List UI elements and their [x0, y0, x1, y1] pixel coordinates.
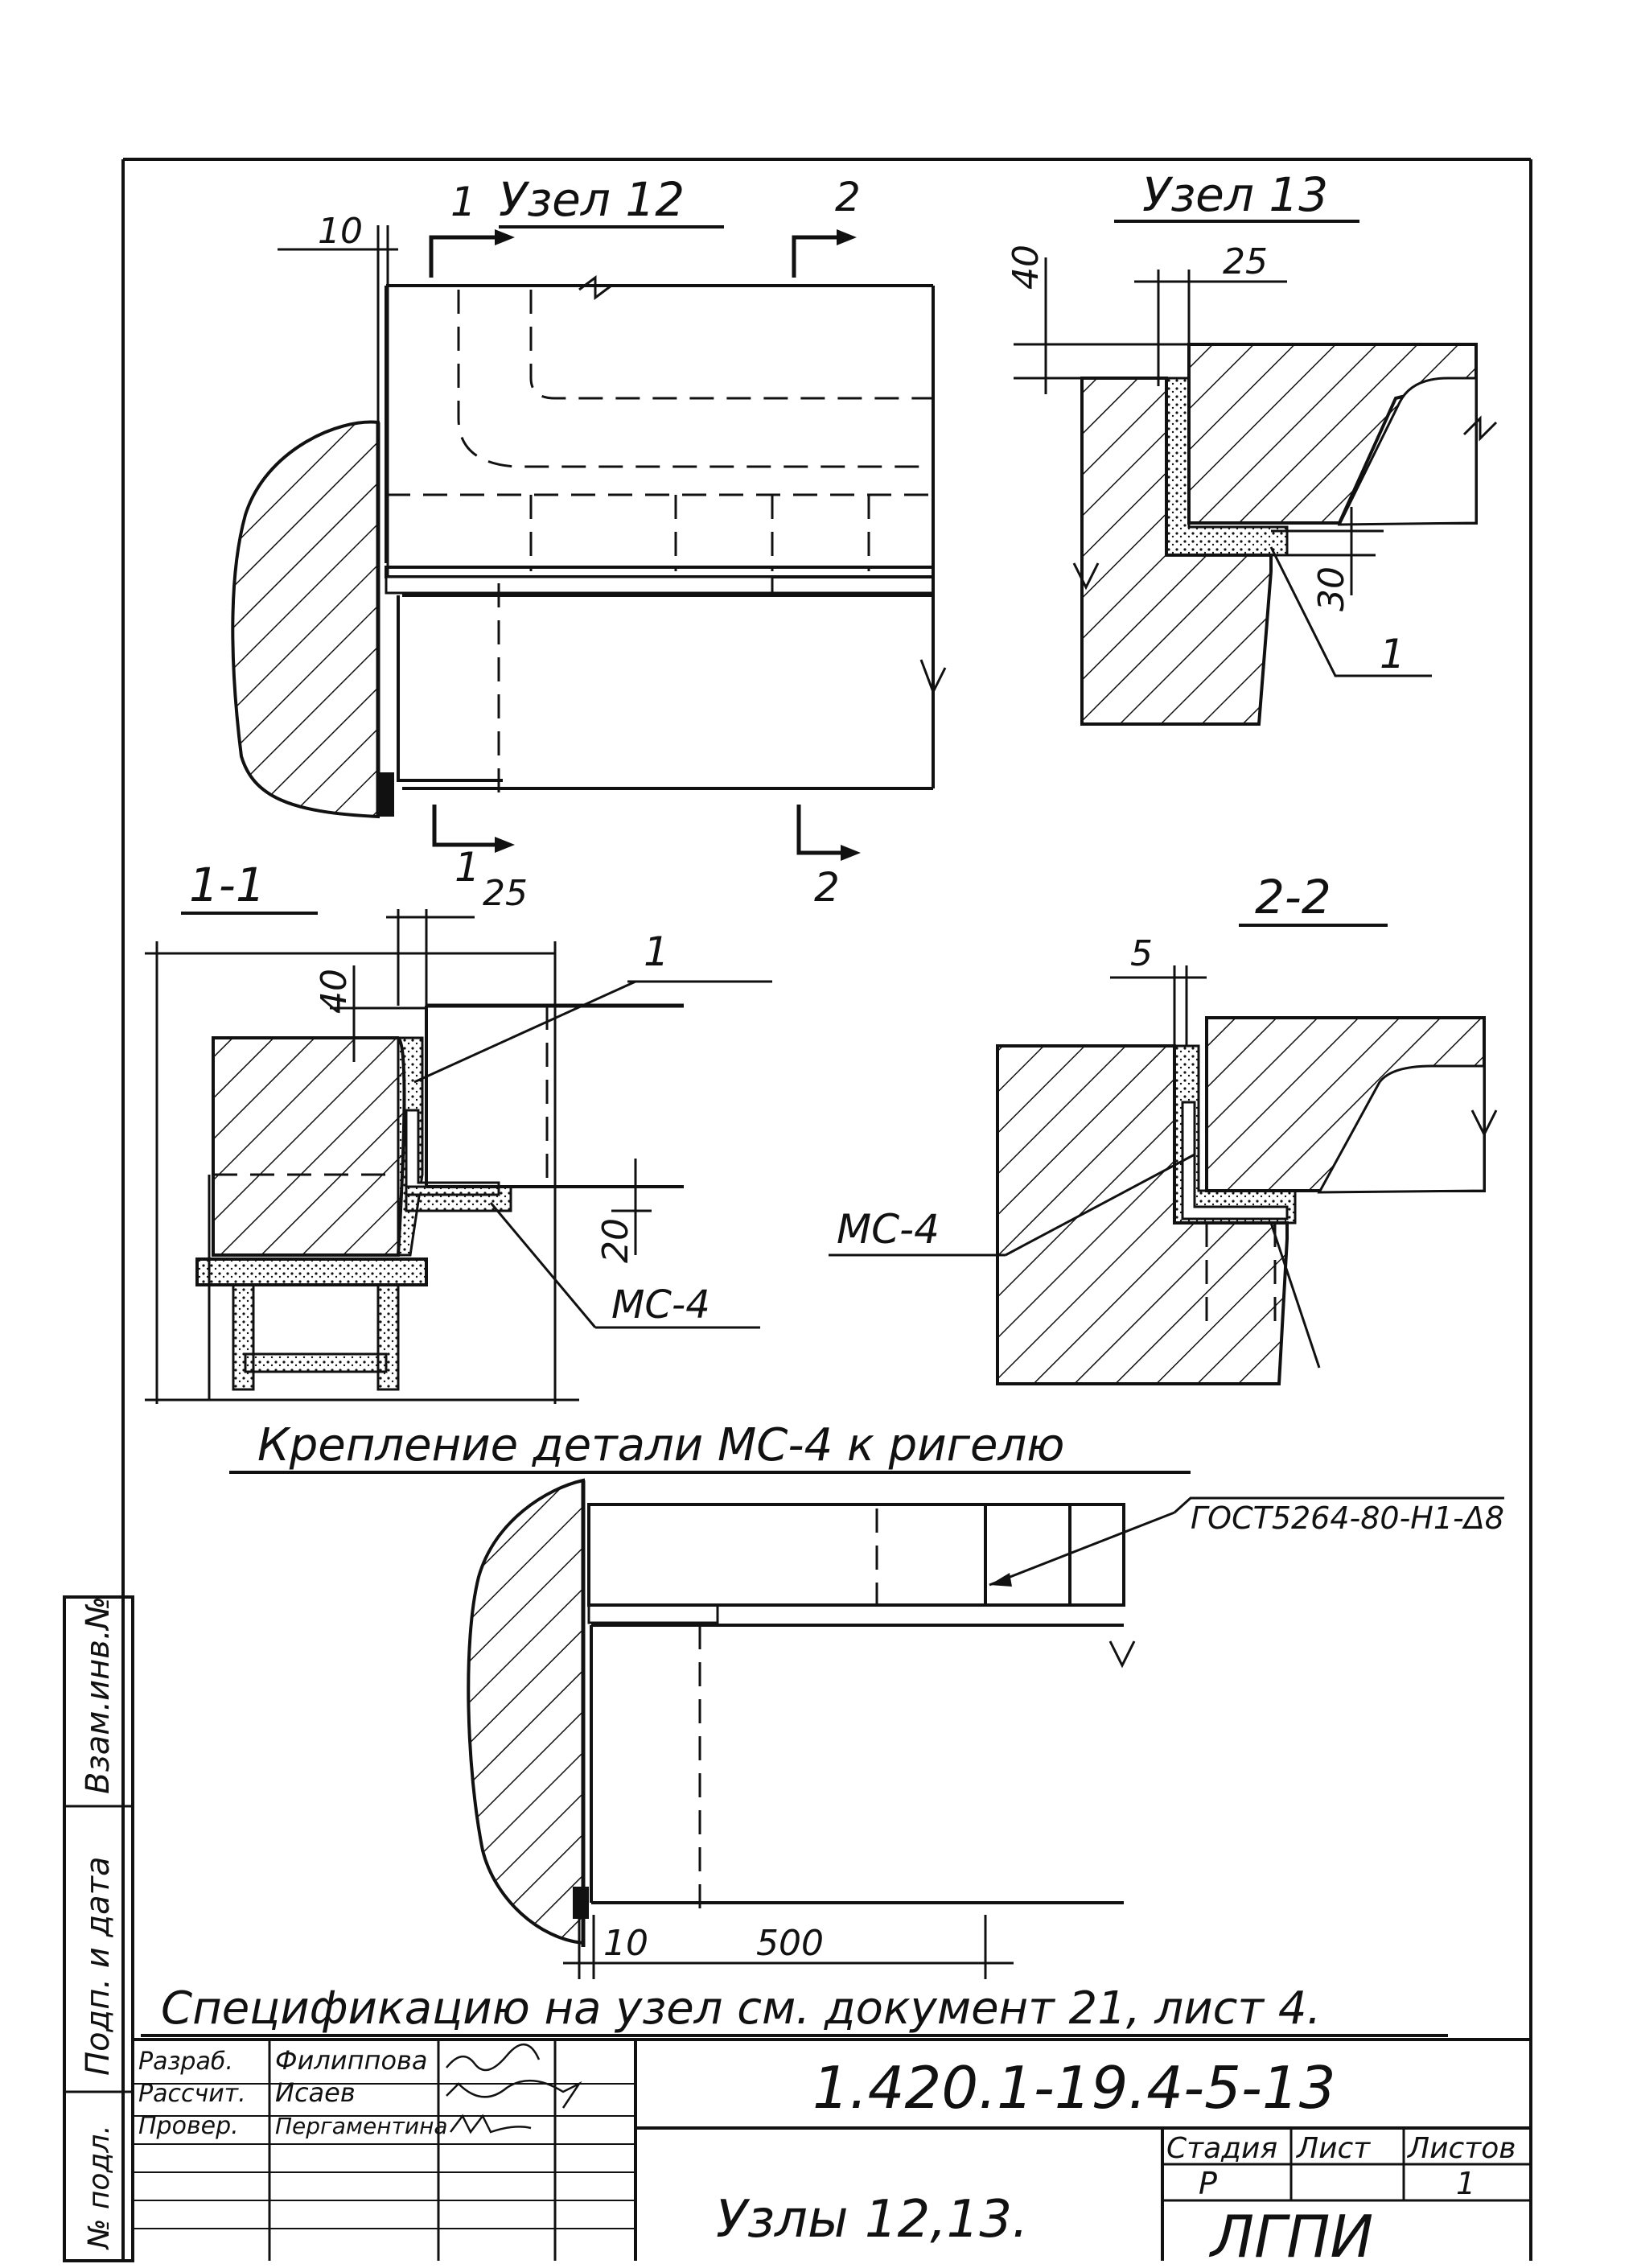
node-12-drawing: Узел 12 1 2 1 2 10	[231, 172, 947, 911]
role-calculated: Рассчит.	[138, 2080, 246, 2108]
role-developer: Разраб.	[138, 2048, 233, 2076]
dim-25-s11: 25	[483, 873, 528, 914]
cut-label-2-bottom: 2	[814, 864, 840, 911]
dim-30-node13: 30	[1311, 566, 1352, 611]
sheet-header: Лист	[1295, 2132, 1371, 2165]
section-1-1-mc4: МС-4	[611, 1282, 710, 1327]
document-code: 1.420.1-19.4-5-13	[812, 2054, 1336, 2122]
attachment-drawing: Крепление детали МС-4 к ригелю ГОСТ5264-…	[229, 1419, 1504, 1979]
organization: ЛГПИ	[1208, 2203, 1373, 2268]
margin-sign-date: Подп. и дата	[80, 1857, 117, 2076]
weld-spec-label: ГОСТ5264-80-Н1-Δ8	[1191, 1500, 1504, 1536]
cut-label-2-top: 2	[835, 174, 861, 220]
dim-40-node13: 40	[1006, 245, 1047, 290]
stage-header: Стадия	[1166, 2132, 1277, 2165]
sheet-name: Узлы 12,13.	[716, 2190, 1028, 2249]
dim-20-s11: 20	[595, 1218, 636, 1263]
dim-10-node12: 10	[318, 211, 363, 252]
section-2-2-title: 2-2	[1255, 870, 1331, 924]
sheet-frame	[121, 158, 1532, 2261]
dim-5-s22: 5	[1130, 933, 1153, 974]
cut-label-1-bottom: 1	[454, 844, 480, 891]
stage-value: Р	[1199, 2166, 1217, 2201]
dim-25-node13: 25	[1223, 241, 1268, 282]
sheets-header: Листов	[1406, 2132, 1516, 2165]
section-1-1-drawing: 1-1 25 40 20 1	[145, 858, 772, 1404]
margin-inv: Взам.инв.№	[80, 1596, 117, 1794]
name-checked: Пергаментина	[275, 2113, 448, 2139]
dim-500-attach: 500	[756, 1923, 824, 1964]
node-12-title: Узел 12	[499, 172, 685, 227]
margin-original: № подл.	[83, 2125, 116, 2250]
sheets-value: 1	[1456, 2166, 1475, 2201]
dim-40-s11: 40	[314, 969, 355, 1014]
role-checked: Провер.	[138, 2112, 239, 2140]
node-13-item-1: 1	[1380, 631, 1405, 677]
section-2-2-drawing: 2-2 5 МС-4	[829, 870, 1498, 1385]
section-2-2-mc4: МС-4	[837, 1206, 940, 1253]
margin-stamp: Взам.инв.№ Подп. и дата № подл.	[63, 1595, 134, 2262]
section-1-1-item-1: 1	[644, 928, 669, 975]
handwritten-signatures	[446, 2043, 582, 2134]
cut-label-1-top: 1	[450, 179, 476, 225]
specification-note: Спецификацию на узел см. документ 21, ли…	[161, 1982, 1321, 2035]
name-calculated: Исаев	[275, 2077, 356, 2108]
name-developer: Филиппова	[275, 2045, 427, 2076]
title-block: Разраб. Рассчит. Провер. Филиппова Исаев…	[133, 2038, 1531, 2268]
node-13-drawing: Узел 13 25 40 30 1	[1006, 167, 1498, 726]
attachment-title: Крепление детали МС-4 к ригелю	[257, 1419, 1064, 1472]
dim-10-attach: 10	[603, 1923, 648, 1964]
section-1-1-title: 1-1	[189, 858, 265, 912]
node-13-title: Узел 13	[1142, 167, 1328, 222]
